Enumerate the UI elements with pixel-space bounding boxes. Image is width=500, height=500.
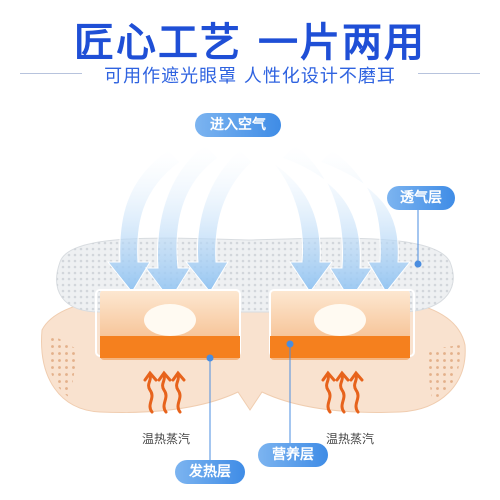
subtitle-row: 可用作遮光眼罩 人性化设计不磨耳 [0, 62, 500, 87]
page-title: 匠心工艺 一片两用 [74, 20, 426, 66]
subtitle-left-divider [20, 73, 82, 74]
steam-left-icon [143, 370, 186, 414]
leader-lines [206, 206, 422, 460]
heating-layer-label: 发热层 [175, 460, 245, 484]
page-subtitle: 可用作遮光眼罩 人性化设计不磨耳 [104, 66, 396, 87]
warm-steam-left-label: 温热蒸汽 [142, 432, 191, 446]
right-heat-pad [269, 289, 415, 360]
left-heat-pad [95, 289, 241, 360]
air-in-label: 进入空气 [195, 113, 281, 137]
subtitle-right-divider [418, 73, 480, 74]
breathable-layer-label: 透气层 [387, 186, 455, 210]
nutrition-layer-label: 营养层 [258, 443, 328, 467]
warm-steam-right-label: 温热蒸汽 [326, 432, 375, 446]
steam-right-icon [321, 370, 364, 414]
